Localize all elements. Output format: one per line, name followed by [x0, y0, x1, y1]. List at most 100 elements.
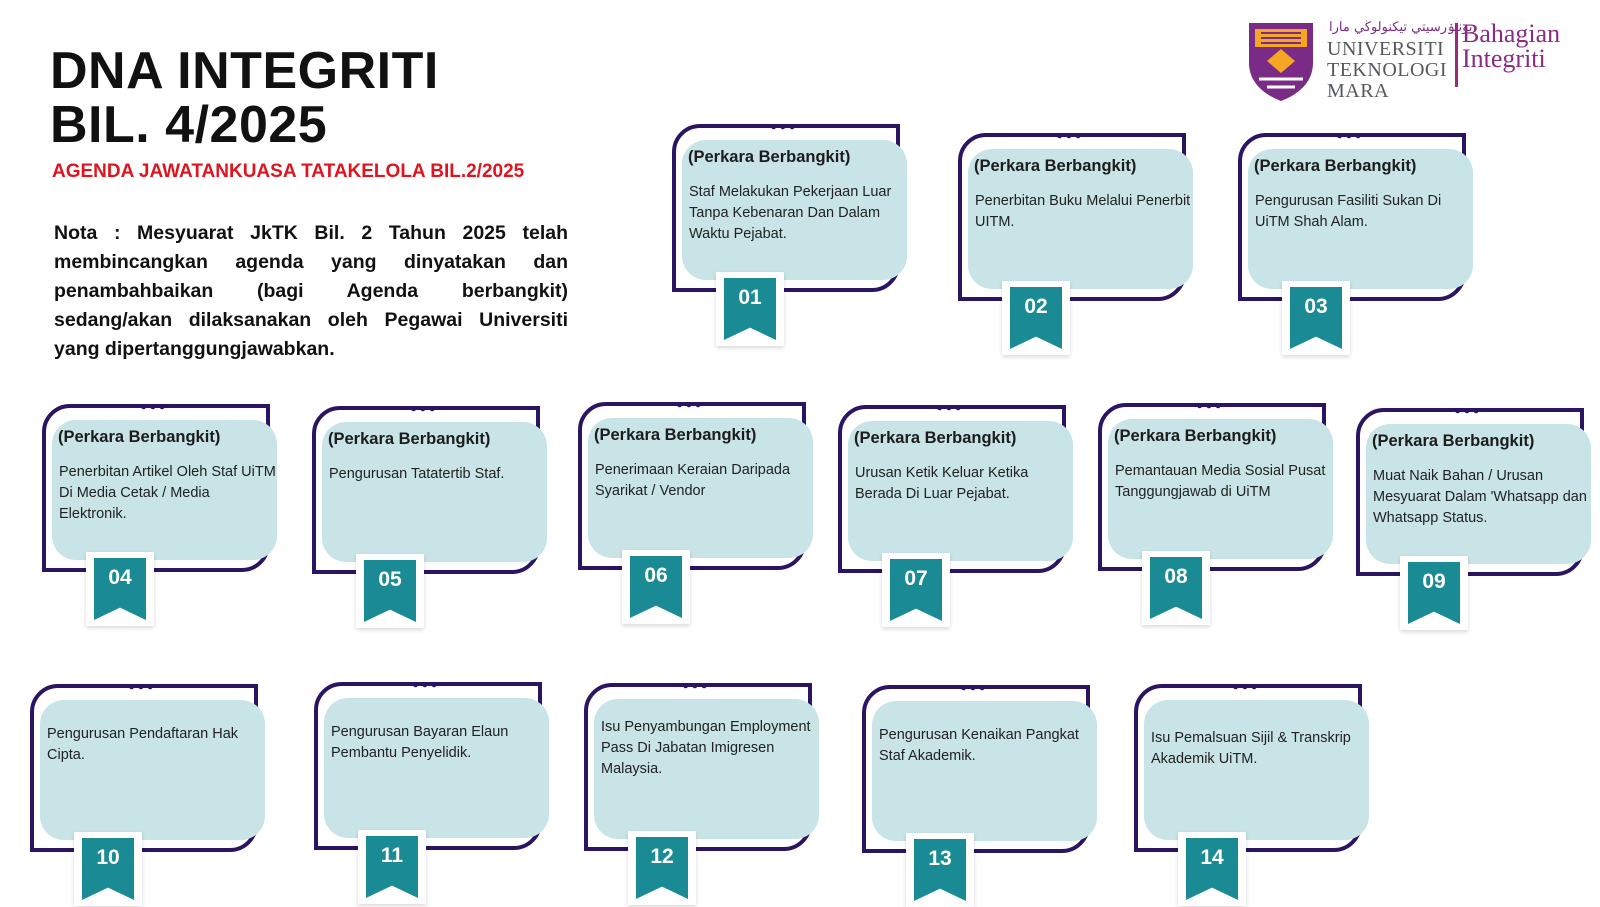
- agenda-card-10: Pengurusan Pendaftaran Hak Cipta. 10: [30, 684, 270, 906]
- agenda-card-08: (Perkara Berbangkit) Pemantauan Media So…: [1098, 401, 1338, 625]
- agenda-card-06: (Perkara Berbangkit) Penerimaan Keraian …: [578, 400, 818, 624]
- card-heading: (Perkara Berbangkit): [974, 157, 1137, 175]
- badge-number: 05: [378, 568, 402, 591]
- dots-icon: [1056, 131, 1084, 139]
- card-text: Penerbitan Buku Melalui Penerbit UITM.: [975, 193, 1191, 230]
- badge-number: 08: [1164, 565, 1188, 588]
- card-box: [848, 421, 1073, 561]
- dots-icon: [936, 403, 964, 411]
- badge-number: 10: [96, 846, 120, 869]
- card-heading: (Perkara Berbangkit): [688, 148, 851, 166]
- agenda-card-07: (Perkara Berbangkit) Urusan Ketik Keluar…: [838, 403, 1078, 627]
- university-line-1: UNIVERSITI: [1327, 38, 1445, 60]
- dots-icon: [410, 404, 438, 412]
- card-heading: (Perkara Berbangkit): [854, 429, 1017, 447]
- card-box: [324, 698, 549, 838]
- dots-icon: [960, 683, 988, 691]
- badge-number: 14: [1200, 846, 1224, 869]
- badge-number: 04: [108, 566, 132, 589]
- card-text: Pengurusan Bayaran Elaun Pembantu Penyel…: [331, 724, 509, 761]
- dots-icon: [1336, 131, 1364, 139]
- number-badge: 14: [1178, 832, 1246, 906]
- agenda-card-03: (Perkara Berbangkit) Pengurusan Fasiliti…: [1238, 131, 1478, 355]
- agenda-card-09: (Perkara Berbangkit) Muat Naik Bahan / U…: [1356, 406, 1596, 630]
- card-heading: (Perkara Berbangkit): [594, 426, 757, 444]
- university-line-2: TEKNOLOGI: [1327, 59, 1448, 81]
- university-name: UNIVERSITI TEKNOLOGI MARA: [1327, 39, 1447, 102]
- uitm-crest-icon: [1249, 23, 1313, 101]
- badge-number: 07: [904, 567, 928, 590]
- dots-icon: [770, 122, 798, 130]
- card-text: Penerimaan Keraian Daripada Syarikat / V…: [595, 462, 791, 499]
- number-badge: 09: [1400, 556, 1468, 630]
- dots-icon: [140, 402, 168, 410]
- card-text: Muat Naik Bahan / Urusan Mesyuarat Dalam…: [1373, 468, 1587, 526]
- agenda-card-12: Isu Penyambungan Employment Pass Di Jaba…: [584, 683, 824, 905]
- card-heading: (Perkara Berbangkit): [328, 430, 491, 448]
- card-text: Staf Melakukan Pekerjaan Luar Tanpa Kebe…: [689, 184, 892, 242]
- card-text: Isu Penyambungan Employment Pass Di Jaba…: [601, 719, 811, 777]
- card-text: Pemantauan Media Sosial Pusat Tanggungja…: [1115, 463, 1326, 500]
- number-badge: 07: [882, 553, 950, 627]
- university-line-3: MARA: [1327, 80, 1390, 102]
- number-badge: 02: [1002, 281, 1070, 355]
- card-box: [872, 701, 1097, 841]
- agenda-card-11: Pengurusan Bayaran Elaun Pembantu Penyel…: [314, 680, 554, 904]
- card-text: Pengurusan Kenaikan Pangkat Staf Akademi…: [879, 727, 1079, 764]
- dots-icon: [1196, 401, 1224, 409]
- number-badge: 06: [622, 550, 690, 624]
- title-line-2: BIL. 4/2025: [50, 96, 328, 154]
- title-line-1: DNA INTEGRITI: [50, 42, 439, 100]
- card-box: [968, 149, 1193, 289]
- agenda-card-01: (Perkara Berbangkit) Staf Melakukan Peke…: [672, 122, 912, 346]
- card-box: [40, 700, 265, 840]
- agenda-subtitle: AGENDA JAWATANKUASA TATAKELOLA BIL.2/202…: [52, 161, 525, 182]
- card-text: Pengurusan Pendaftaran Hak Cipta.: [47, 726, 239, 763]
- note-paragraph: Nota : Mesyuarat JkTK Bil. 2 Tahun 2025 …: [54, 222, 568, 360]
- number-badge: 11: [358, 830, 426, 904]
- badge-number: 09: [1422, 570, 1446, 593]
- dots-icon: [412, 680, 440, 688]
- badge-number: 11: [380, 844, 404, 867]
- jawi-text: يونيۏرسيتي تيكنولوڬي مارا: [1329, 20, 1473, 35]
- card-box: [1108, 419, 1333, 559]
- card-heading: (Perkara Berbangkit): [1114, 427, 1277, 445]
- card-heading: (Perkara Berbangkit): [1372, 432, 1535, 450]
- card-text: Isu Pemalsuan Sijil & Transkrip Akademik…: [1151, 730, 1351, 767]
- number-badge: 10: [74, 832, 142, 906]
- card-box: [1144, 700, 1369, 840]
- number-badge: 01: [716, 272, 784, 346]
- department-line-2: Integriti: [1462, 44, 1546, 73]
- agenda-card-13: Pengurusan Kenaikan Pangkat Staf Akademi…: [862, 683, 1102, 907]
- card-box: [1366, 424, 1591, 564]
- badge-number: 03: [1304, 295, 1328, 318]
- card-text: Penerbitan Artikel Oleh Staf UiTM Di Med…: [59, 464, 276, 522]
- number-badge: 05: [356, 554, 424, 628]
- agenda-card-14: Isu Pemalsuan Sijil & Transkrip Akademik…: [1134, 682, 1374, 906]
- badge-number: 01: [738, 286, 762, 309]
- uitm-logo: يونيۏرسيتي تيكنولوڬي مارا UNIVERSITI TEK…: [1245, 17, 1575, 107]
- card-text: Pengurusan Fasiliti Sukan Di UiTM Shah A…: [1255, 193, 1442, 230]
- badge-number: 06: [644, 564, 668, 587]
- card-box: [1248, 149, 1473, 289]
- number-badge: 08: [1142, 551, 1210, 625]
- card-heading: (Perkara Berbangkit): [1254, 157, 1417, 175]
- number-badge: 04: [86, 552, 154, 626]
- badge-number: 02: [1024, 295, 1048, 318]
- dots-icon: [1454, 406, 1482, 414]
- number-badge: 13: [906, 833, 974, 907]
- dots-icon: [1232, 682, 1260, 690]
- card-heading: (Perkara Berbangkit): [58, 428, 221, 446]
- logo-divider: [1455, 23, 1458, 87]
- badge-number: 13: [928, 847, 952, 870]
- card-box: [682, 140, 907, 280]
- dots-icon: [676, 400, 704, 408]
- card-box: [588, 418, 813, 558]
- agenda-card-02: (Perkara Berbangkit) Penerbitan Buku Mel…: [958, 131, 1198, 355]
- number-badge: 12: [628, 831, 696, 905]
- page-title: DNA INTEGRITI BIL. 4/2025: [50, 44, 439, 152]
- badge-number: 12: [650, 845, 674, 868]
- department-line-1: Bahagian: [1462, 19, 1561, 48]
- agenda-card-05: (Perkara Berbangkit) Pengurusan Tatatert…: [312, 404, 552, 628]
- card-text: Pengurusan Tatatertib Staf.: [329, 466, 505, 482]
